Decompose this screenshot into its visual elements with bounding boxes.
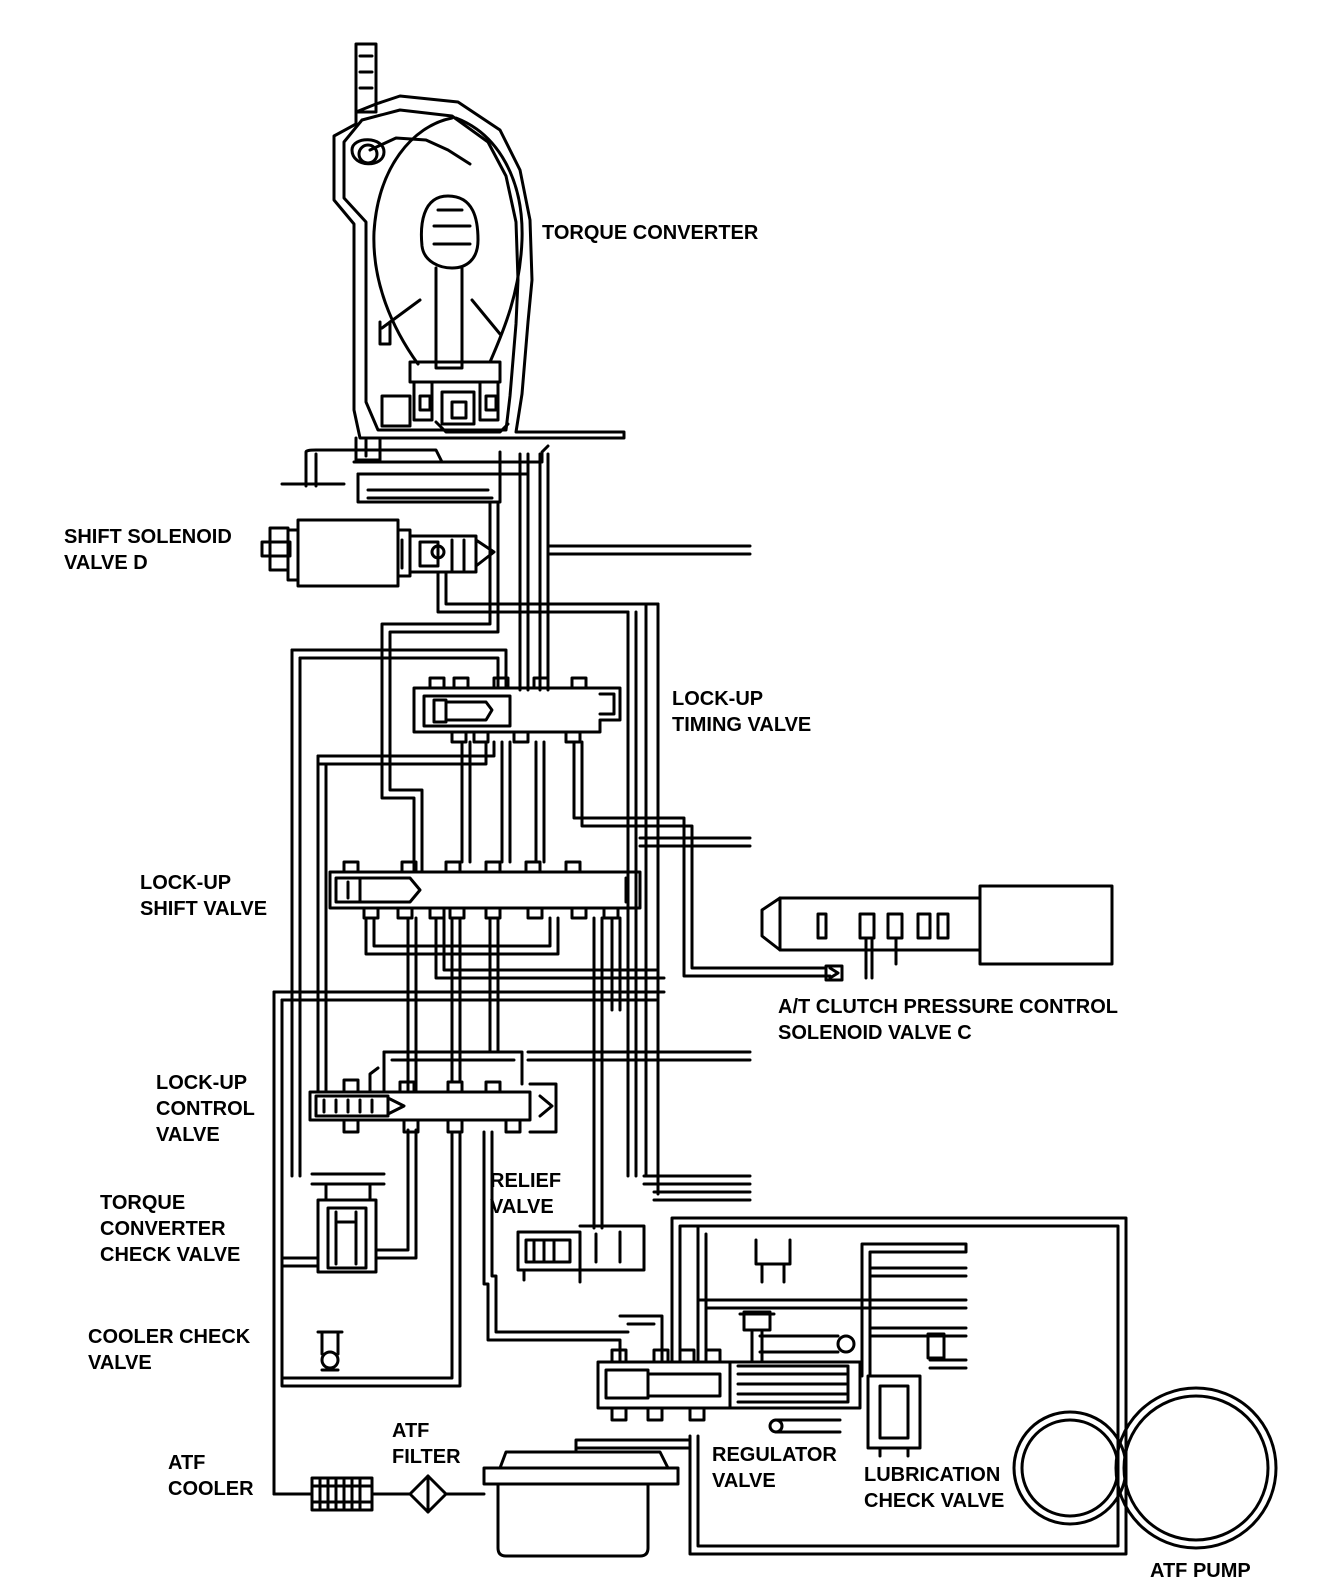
- label-line: VALVE: [156, 1124, 220, 1146]
- atf-pump: [1012, 1386, 1278, 1550]
- label-line: LOCK-UP: [672, 688, 764, 710]
- label-line: CONTROL: [156, 1098, 255, 1120]
- torque-converter-label: TORQUE CONVERTER: [542, 222, 759, 244]
- atf-cooler-label: ATF COOLER: [168, 1450, 254, 1502]
- shift-solenoid-valve-d: [260, 518, 496, 588]
- label-line: SHIFT SOLENOID: [64, 526, 232, 548]
- hydraulic-lines: [272, 452, 1128, 1556]
- label-line: VALVE: [490, 1196, 554, 1218]
- regulator-valve-label: REGULATOR VALVE: [712, 1442, 837, 1494]
- atf-cooler: [310, 1476, 374, 1512]
- label-line: VALVE: [88, 1352, 152, 1374]
- relief-valve: [516, 1224, 646, 1284]
- label-line: CHECK VALVE: [864, 1490, 1005, 1512]
- relief-valve-label: RELIEF VALVE: [490, 1168, 561, 1220]
- label-line: TIMING VALVE: [672, 714, 812, 736]
- cooler-check-valve-label: COOLER CHECK VALVE: [88, 1324, 250, 1376]
- label-line: FILTER: [392, 1446, 461, 1468]
- label-line: COOLER: [168, 1478, 254, 1500]
- cooler-check-valve: [316, 1330, 344, 1372]
- label-line: COOLER CHECK: [88, 1326, 251, 1348]
- label-line: ATF: [392, 1420, 430, 1442]
- lockup-timing-valve: [412, 676, 622, 744]
- label-line: CONVERTER: [100, 1218, 226, 1240]
- lockup-shift-valve: [328, 860, 642, 920]
- solenoid-valve-c-label: A/T CLUTCH PRESSURE CONTROL SOLENOID VAL…: [778, 994, 1118, 1046]
- label-line: CHECK VALVE: [100, 1244, 241, 1266]
- label-line: LOCK-UP: [140, 872, 232, 894]
- label-line: SHIFT VALVE: [140, 898, 268, 920]
- label-line: LUBRICATION: [864, 1464, 1001, 1486]
- lubrication-check-valve: [866, 1332, 946, 1458]
- atf-filter-label: ATF FILTER: [392, 1418, 461, 1470]
- lockup-timing-valve-label: LOCK-UP TIMING VALVE: [672, 686, 811, 738]
- at-clutch-pressure-control-solenoid-valve-c: [760, 884, 1114, 982]
- shift-solenoid-valve-d-label: SHIFT SOLENOID VALVE D: [64, 524, 232, 576]
- label-line: LOCK-UP: [156, 1072, 248, 1094]
- label-line: ATF: [168, 1452, 206, 1474]
- label-line: RELIEF: [490, 1170, 562, 1192]
- label-line: A/T CLUTCH PRESSURE CONTROL: [778, 996, 1118, 1018]
- torque-converter-check-valve-label: TORQUE CONVERTER CHECK VALVE: [100, 1190, 240, 1268]
- lockup-shift-valve-label: LOCK-UP SHIFT VALVE: [140, 870, 267, 922]
- atf-sump: [482, 1450, 680, 1558]
- torque-converter: [280, 42, 626, 504]
- label-line: VALVE D: [64, 552, 148, 574]
- lockup-control-valve-label: LOCK-UP CONTROL VALVE: [156, 1070, 255, 1148]
- label-line: SOLENOID VALVE C: [778, 1022, 972, 1044]
- torque-converter-check-valve: [310, 1172, 386, 1274]
- lubrication-check-valve-label: LUBRICATION CHECK VALVE: [864, 1462, 1004, 1514]
- atf-pump-label: ATF PUMP: [1150, 1560, 1251, 1582]
- lockup-control-valve: [308, 1066, 558, 1134]
- atf-filter: [408, 1474, 448, 1514]
- label-line: TORQUE: [100, 1192, 186, 1214]
- label-line: VALVE: [712, 1470, 776, 1492]
- label-line: REGULATOR: [712, 1444, 837, 1466]
- regulator-valve: [596, 1310, 862, 1434]
